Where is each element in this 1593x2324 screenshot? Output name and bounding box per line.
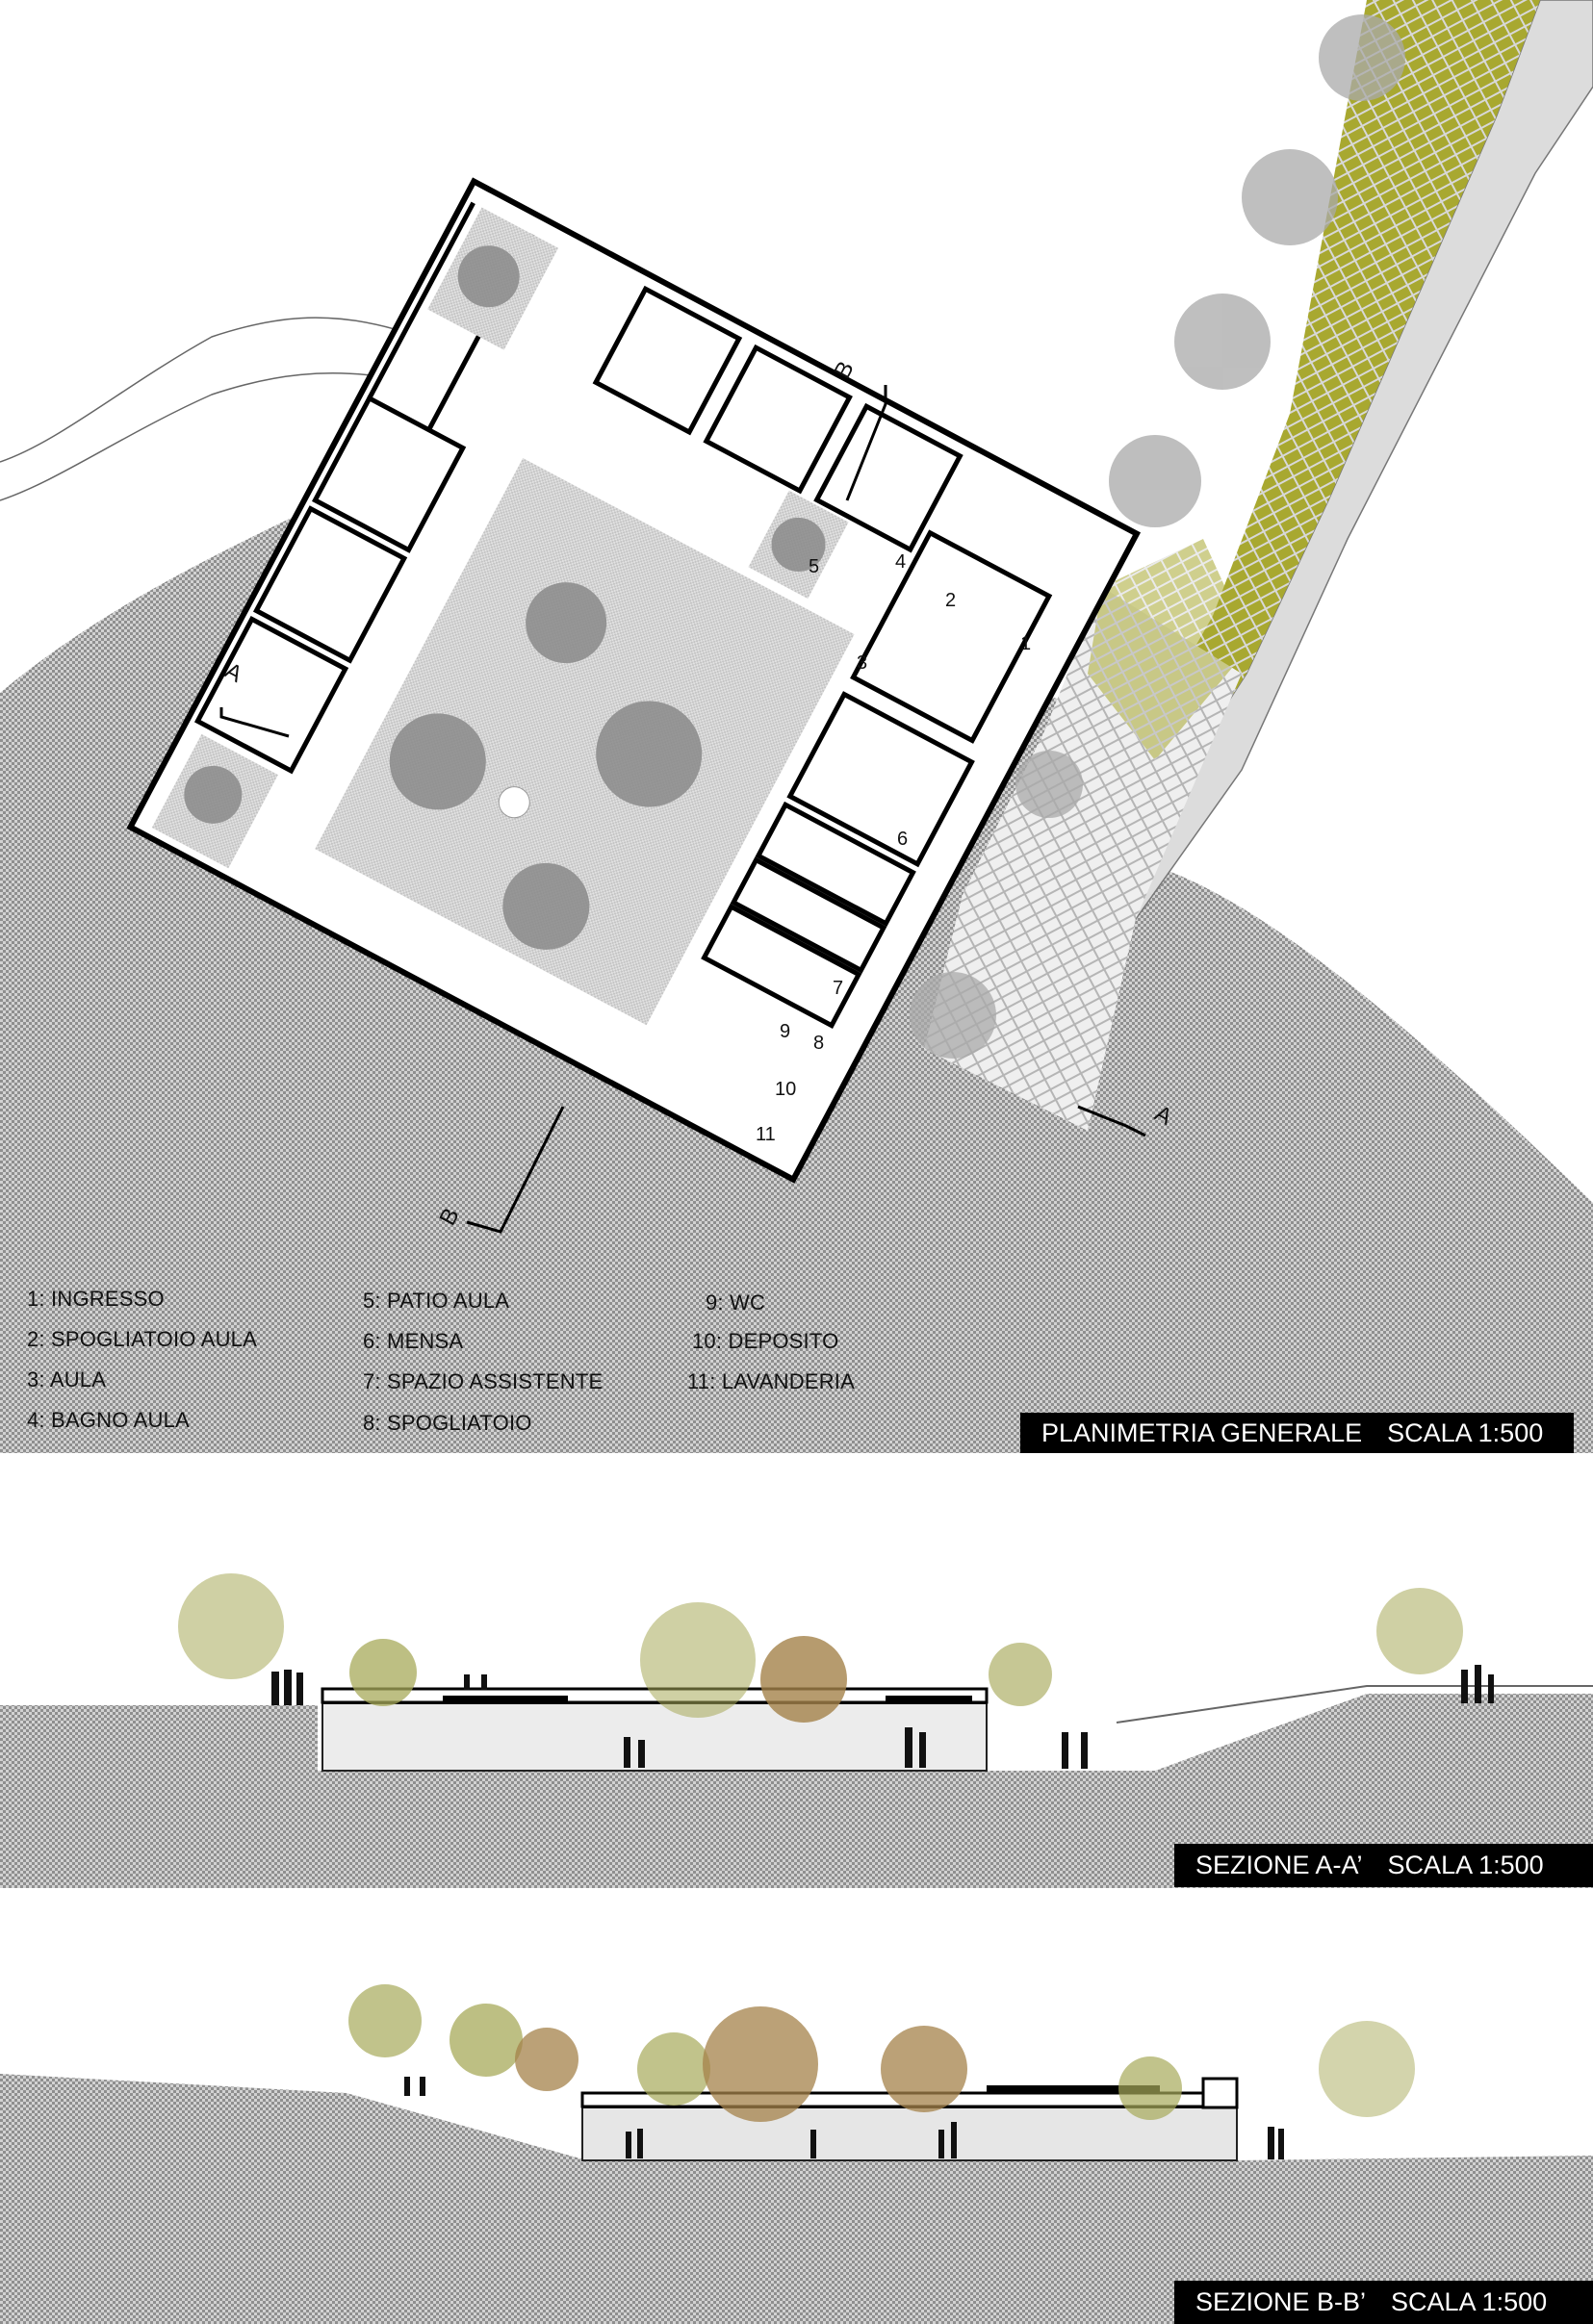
plan-title-bar: PLANIMETRIA GENERALE SCALA 1:500 xyxy=(1020,1413,1574,1453)
legend-item: 4: BAGNO AULA xyxy=(27,1408,190,1432)
room-number-9: 9 xyxy=(780,1021,790,1042)
plan-title: PLANIMETRIA GENERALE xyxy=(1041,1417,1363,1447)
room-number-8: 8 xyxy=(813,1033,824,1054)
section-a-scale: SCALA 1:500 xyxy=(1387,1851,1544,1879)
section-a-trees xyxy=(178,1573,1463,1723)
courtyard xyxy=(315,458,855,1026)
plan-scale: SCALA 1:500 xyxy=(1387,1417,1544,1447)
legend-item: 10: DEPOSITO xyxy=(692,1329,839,1353)
legend-item: 8: SPOGLIATOIO xyxy=(363,1411,532,1435)
room-number-2: 2 xyxy=(945,590,956,611)
room-number-3: 3 xyxy=(857,652,867,674)
building-plan xyxy=(126,177,1142,1184)
legend-item: 9: WC xyxy=(706,1290,766,1315)
section-a-drawing xyxy=(0,1573,1593,1888)
legend-item: 11: LAVANDERIA xyxy=(687,1369,855,1393)
room-number-1: 1 xyxy=(1020,633,1031,654)
legend-item: 5: PATIO AULA xyxy=(363,1289,510,1313)
section-a-people xyxy=(271,1665,1494,1769)
legend-item: 1: INGRESSO xyxy=(27,1287,165,1311)
section-b-people xyxy=(404,2077,1284,2159)
section-b-drawing xyxy=(0,1984,1593,2324)
section-a-title-bar: SEZIONE A-A’ SCALA 1:500 xyxy=(1174,1844,1593,1887)
room-number-6: 6 xyxy=(897,829,908,850)
section-b-title-bar: SEZIONE B-B’ SCALA 1:500 xyxy=(1174,2281,1593,2324)
street-trees xyxy=(910,14,1405,1059)
legend-item: 6: MENSA xyxy=(363,1329,464,1353)
section-b-trees xyxy=(348,1984,1415,2122)
room-number-5: 5 xyxy=(809,556,819,577)
section-a-title: SEZIONE A-A’ xyxy=(1195,1851,1363,1879)
legend-item: 7: SPAZIO ASSISTENTE xyxy=(363,1369,604,1393)
legend-item: 3: AULA xyxy=(27,1367,107,1392)
room-number-7: 7 xyxy=(833,978,843,999)
section-b-scale: SCALA 1:500 xyxy=(1391,2287,1548,2316)
room-number-4: 4 xyxy=(895,551,906,573)
room-number-10: 10 xyxy=(775,1079,796,1100)
site-plan: 1 2 3 4 5 6 7 8 9 10 11 A A B B xyxy=(0,0,1593,1454)
room-number-11: 11 xyxy=(756,1124,776,1145)
section-b-title: SEZIONE B-B’ xyxy=(1195,2287,1367,2316)
legend-item: 2: SPOGLIATOIO AULA xyxy=(27,1327,257,1351)
